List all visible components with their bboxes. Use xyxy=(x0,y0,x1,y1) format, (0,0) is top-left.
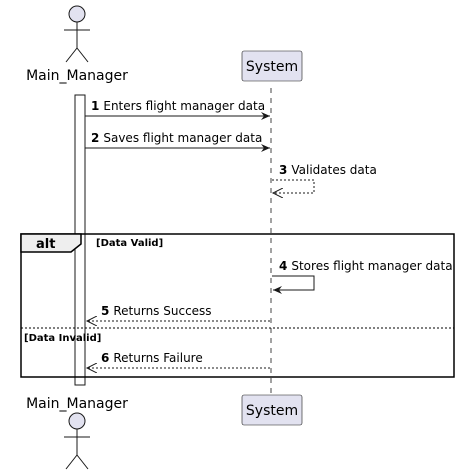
system-top-label: System xyxy=(246,59,298,75)
system-participant-top: System xyxy=(241,50,303,82)
alt-fragment: alt [Data Valid] [Data Invalid] xyxy=(20,233,455,378)
actor-bottom: Main_Manager xyxy=(26,396,128,470)
actor-head-icon xyxy=(68,412,86,430)
alt-fragment-header xyxy=(20,233,82,253)
system-bottom-label: System xyxy=(246,403,298,419)
actor-head-icon xyxy=(68,5,86,23)
actor-top-label: Main_Manager xyxy=(26,68,128,84)
system-participant-bottom: System xyxy=(241,394,303,426)
message-4-arrow xyxy=(272,275,315,294)
actor-bottom-label: Main_Manager xyxy=(26,396,128,412)
message-3-arrow xyxy=(272,179,315,193)
alt-keyword: alt xyxy=(36,237,55,252)
guard-data-invalid: [Data Invalid] xyxy=(24,333,101,344)
guard-data-valid: [Data Valid] xyxy=(96,238,163,249)
actor-top: Main_Manager xyxy=(26,5,128,84)
